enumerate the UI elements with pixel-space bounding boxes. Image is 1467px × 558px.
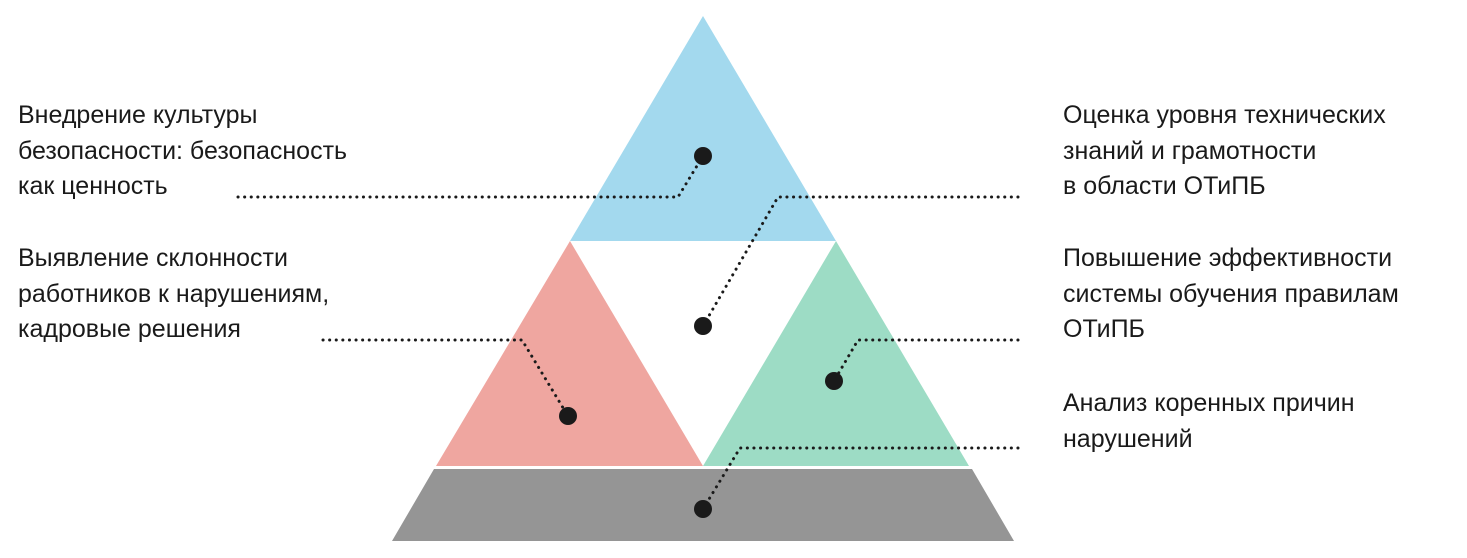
label-technical-knowledge: Оценка уровня технических знаний и грамо… — [1063, 98, 1386, 205]
label-line: безопасности: безопасность — [18, 136, 348, 165]
connector-culture — [236, 154, 705, 199]
marker-dot-rootcause — [694, 500, 712, 518]
label-safety-culture: Внедрение культуры безопасности: безопас… — [18, 98, 347, 205]
label-training-efficiency: Повышение эффективности системы обучения… — [1063, 241, 1399, 348]
label-line: как ценность — [18, 172, 168, 200]
label-line: Повышение эффективности — [1063, 244, 1393, 272]
label-line: кадровые решения — [18, 315, 241, 343]
label-line: Анализ коренных причин — [1063, 389, 1355, 417]
label-line: работников к нарушениям, — [18, 279, 330, 308]
label-line: ОТиПБ — [1063, 315, 1145, 343]
label-line: нарушений — [1063, 424, 1193, 453]
marker-dot-culture — [694, 147, 712, 165]
label-line: Оценка уровня технических — [1063, 101, 1386, 129]
marker-dot-violations — [559, 407, 577, 425]
label-line: системы обучения правилам — [1063, 279, 1399, 308]
left-triangle — [436, 241, 703, 466]
label-root-cause-analysis: Анализ коренных причин нарушений — [1063, 386, 1355, 457]
label-violation-propensity: Выявление склонности работников к наруше… — [18, 241, 329, 348]
connector-violations — [321, 338, 570, 418]
label-line: Выявление склонности — [18, 244, 288, 272]
label-line: в области ОТиПБ — [1063, 172, 1266, 200]
connector-training — [832, 338, 1020, 383]
marker-dot-knowledge — [694, 317, 712, 335]
label-line: знаний и грамотности — [1063, 136, 1317, 165]
connector-rootcause — [701, 446, 1020, 511]
label-line: Внедрение культуры — [18, 101, 258, 129]
top-triangle — [570, 16, 836, 241]
connector-knowledge — [701, 195, 1020, 328]
right-triangle — [703, 241, 969, 466]
marker-dot-training — [825, 372, 843, 390]
